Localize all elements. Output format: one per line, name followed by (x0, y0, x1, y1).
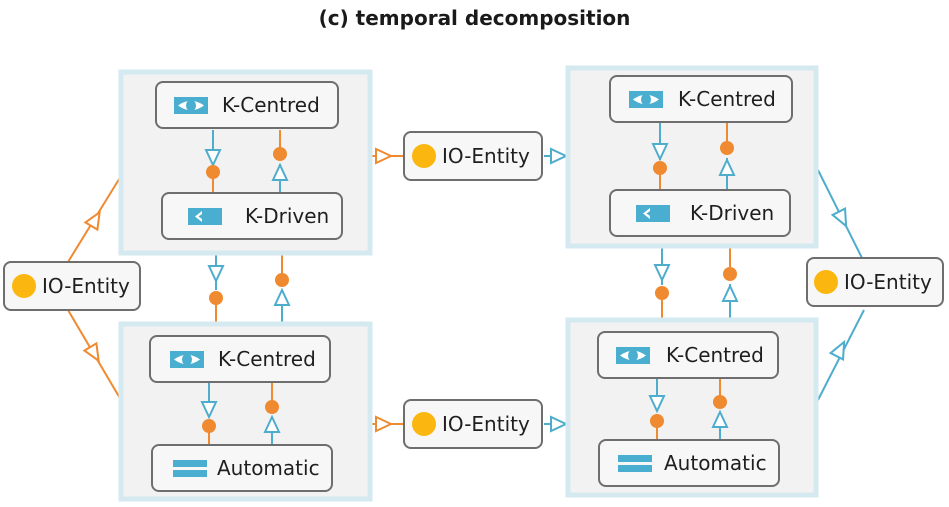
node-bl-k-centred[interactable]: K-Centred (149, 335, 331, 383)
node-label: K-Centred (222, 93, 320, 117)
node-label: IO-Entity (442, 412, 530, 436)
io-entity-bottom-mid[interactable]: IO-Entity (403, 399, 543, 449)
circle-icon (12, 274, 36, 298)
inner-links-top-right (651, 122, 736, 190)
inner-links-bottom-right (648, 378, 729, 440)
node-label: IO-Entity (42, 274, 130, 298)
inner-links-top-left (204, 130, 289, 193)
edge-tl-bl-down (207, 255, 225, 322)
node-label: IO-Entity (844, 270, 932, 294)
node-label: Automatic (664, 451, 767, 475)
edge-io-left-to-top (67, 175, 122, 263)
node-label: K-Centred (678, 87, 776, 111)
eye-icon (616, 347, 650, 364)
node-label: K-Centred (218, 347, 316, 371)
node-br-automatic[interactable]: Automatic (598, 439, 780, 487)
node-label: K-Driven (690, 201, 774, 225)
node-br-k-centred[interactable]: K-Centred (597, 331, 779, 379)
node-tl-k-centred[interactable]: K-Centred (155, 81, 339, 129)
edge-tr-br-down (653, 248, 671, 320)
edge-top-right-to-io-right (817, 169, 865, 263)
circle-icon (814, 270, 838, 294)
inner-links-bottom-left (200, 382, 281, 445)
edge-top-left-to-io-top (372, 147, 404, 165)
circle-icon (412, 144, 436, 168)
node-bl-automatic[interactable]: Automatic (151, 444, 333, 492)
circle-icon (412, 412, 436, 436)
node-tl-k-driven[interactable]: K-Driven (161, 192, 343, 240)
eye-icon (629, 91, 663, 108)
node-tr-k-centred[interactable]: K-Centred (609, 75, 793, 123)
node-label: K-Driven (245, 204, 329, 228)
edge-io-bottom-to-bottom-right (544, 415, 569, 433)
edge-bl-tl-up (273, 255, 291, 322)
edge-bottom-left-to-io-bottom (372, 415, 404, 433)
node-label: IO-Entity (442, 144, 530, 168)
node-label: K-Centred (666, 343, 764, 367)
io-entity-right[interactable]: IO-Entity (806, 257, 944, 307)
io-entity-left[interactable]: IO-Entity (3, 261, 141, 311)
edge-br-tr-up (721, 248, 739, 320)
edge-io-top-to-top-right (544, 147, 569, 165)
chevron-left-icon (636, 205, 670, 222)
eye-icon (170, 351, 204, 368)
node-label: Automatic (217, 456, 320, 480)
node-tr-k-driven[interactable]: K-Driven (609, 189, 791, 237)
eye-icon (174, 97, 208, 114)
chevron-left-icon (188, 208, 222, 225)
edge-bottom-right-to-io-right (817, 309, 865, 401)
edge-io-left-to-bottom (67, 309, 122, 401)
diagram-title: (c) temporal decomposition (318, 6, 631, 30)
io-entity-top-mid[interactable]: IO-Entity (403, 131, 543, 181)
